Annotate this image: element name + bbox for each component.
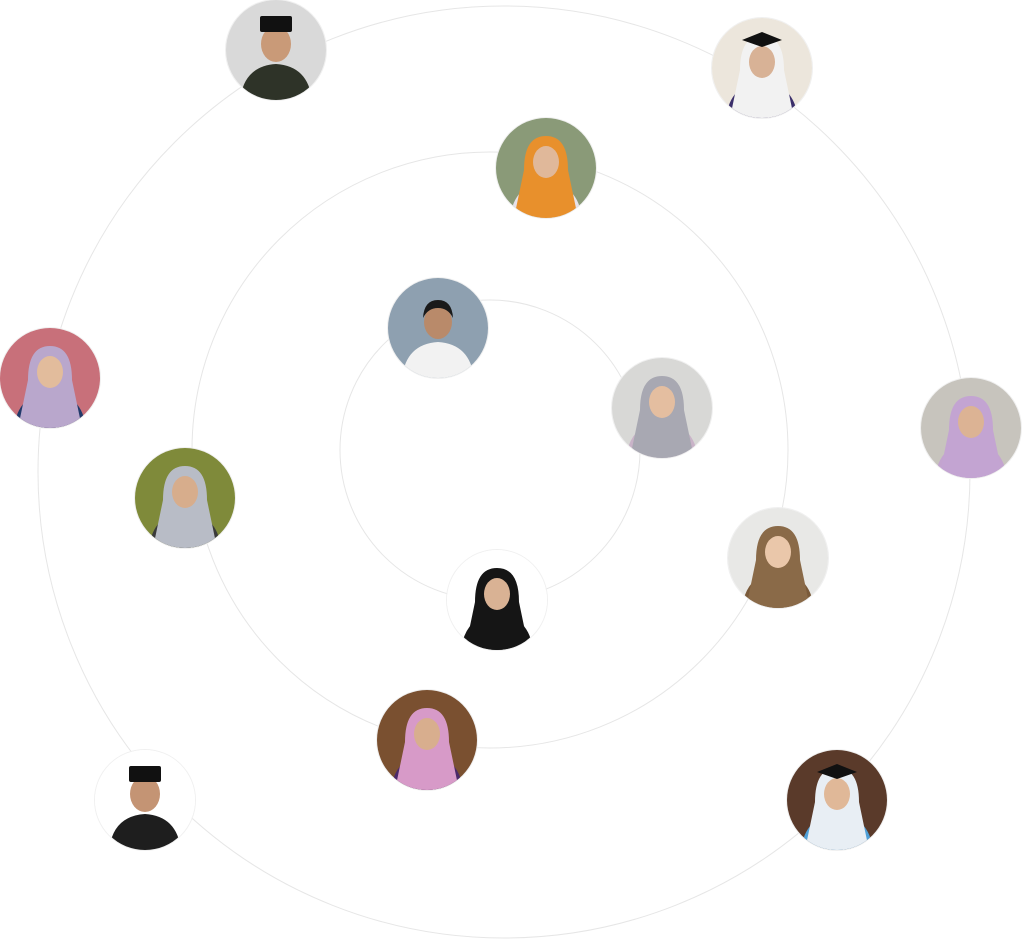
face: [424, 305, 452, 339]
face: [172, 476, 198, 508]
face: [765, 536, 791, 568]
portrait: [135, 448, 235, 548]
avatar-p2[interactable]: [712, 18, 812, 118]
portrait: [787, 750, 887, 850]
avatar-p9[interactable]: [728, 508, 828, 608]
body: [240, 64, 312, 100]
avatar-p7[interactable]: [921, 378, 1021, 478]
portrait: [921, 378, 1021, 478]
avatar-p13[interactable]: [787, 750, 887, 850]
portrait: [388, 278, 488, 378]
face: [37, 356, 63, 388]
face: [824, 778, 850, 810]
avatar-p11[interactable]: [377, 690, 477, 790]
portrait: [496, 118, 596, 218]
portrait: [612, 358, 712, 458]
orbit-middle: [191, 151, 789, 749]
avatar-p10[interactable]: [447, 550, 547, 650]
portrait: [95, 750, 195, 850]
portrait: [226, 0, 326, 100]
avatar-p5[interactable]: [612, 358, 712, 458]
hair: [423, 300, 453, 318]
face: [958, 406, 984, 438]
portrait: [728, 508, 828, 608]
mortarboard-icon: [817, 764, 857, 779]
mortarboard-icon: [742, 32, 782, 47]
face: [649, 386, 675, 418]
face: [749, 46, 775, 78]
body: [402, 342, 474, 378]
face: [484, 578, 510, 610]
avatar-p8[interactable]: [135, 448, 235, 548]
face: [414, 718, 440, 750]
portrait: [0, 328, 100, 428]
face: [130, 776, 160, 812]
avatar-p4[interactable]: [388, 278, 488, 378]
songkok-cap: [129, 766, 161, 782]
avatar-p1[interactable]: [226, 0, 326, 100]
avatar-p3[interactable]: [496, 118, 596, 218]
songkok-cap: [260, 16, 292, 32]
avatar-p12[interactable]: [95, 750, 195, 850]
body: [109, 814, 181, 850]
face: [261, 26, 291, 62]
face: [533, 146, 559, 178]
avatar-p6[interactable]: [0, 328, 100, 428]
portrait: [377, 690, 477, 790]
portrait: [447, 550, 547, 650]
portrait: [712, 18, 812, 118]
